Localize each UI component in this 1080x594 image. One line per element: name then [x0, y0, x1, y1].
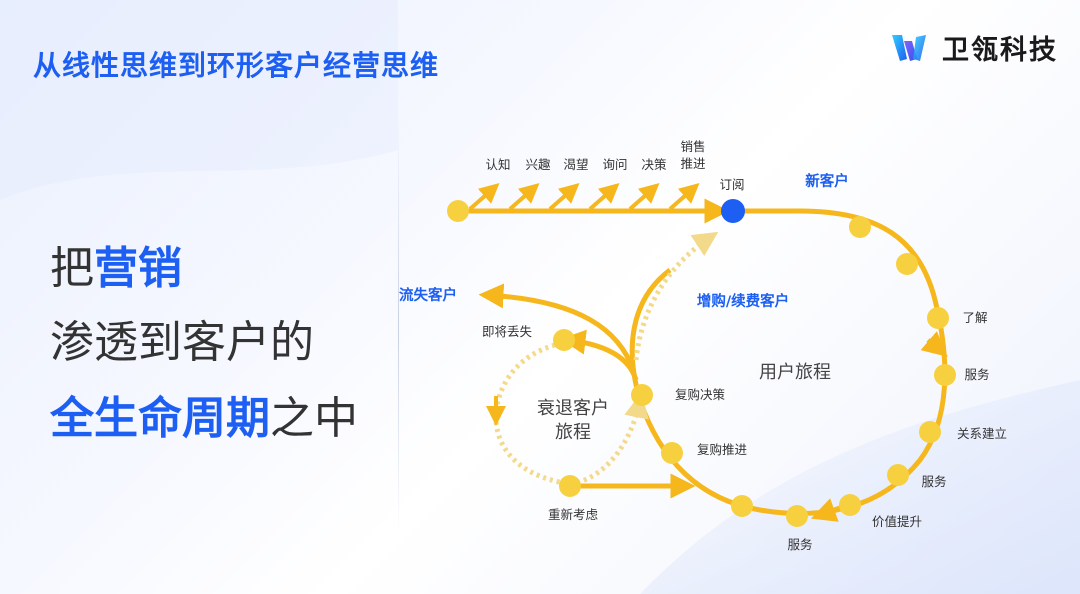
headline-text: 之中 — [270, 393, 358, 444]
decline-journey-label: 旅程 — [555, 422, 591, 443]
upsell-label: 增购/续费客户 — [697, 292, 789, 310]
service-label: 服务 — [921, 474, 946, 489]
step-label: 询问 — [602, 157, 627, 172]
user-journey-label: 用户旅程 — [759, 362, 831, 383]
step-label: 认知 — [485, 157, 510, 172]
funnel-step-arrows — [468, 183, 700, 211]
w-logo-icon — [892, 34, 926, 61]
about-to-lose-path — [560, 329, 639, 381]
repurchase-decision-label: 复购决策 — [675, 387, 726, 402]
lost-customer-path — [478, 283, 637, 373]
headline-highlight: 全生命周期 — [50, 393, 270, 444]
about-to-lose-label: 即将丢失 — [482, 324, 533, 339]
headline-line-3: 全生命周期之中 — [50, 382, 358, 446]
decline-journey-label: 衰退客户 — [537, 398, 609, 419]
start-node — [447, 200, 469, 222]
decline-loop — [493, 342, 649, 487]
step-label: 推进 — [680, 156, 706, 171]
headline-line-1: 把营销 — [50, 232, 182, 296]
new-customer-label: 新客户 — [805, 172, 849, 190]
headline-text: 渗透到客户的 — [50, 317, 314, 368]
headline-highlight: 营销 — [94, 243, 182, 294]
loop-nodes — [553, 216, 956, 527]
divider — [398, 118, 399, 538]
step-label: 决策 — [641, 157, 667, 172]
page-title: 从线性思维到环形客户经营思维 — [33, 49, 440, 82]
step-label: 渴望 — [563, 157, 588, 172]
service-label: 服务 — [964, 367, 989, 382]
service-label: 服务 — [787, 537, 812, 552]
understand-label: 了解 — [962, 310, 987, 325]
brand-logo: 卫瓴科技 — [890, 28, 1058, 67]
brand-name: 卫瓴科技 — [942, 35, 1058, 66]
headline-text: 把 — [50, 243, 94, 294]
value-up-label: 价值提升 — [872, 514, 922, 529]
subscribe-label: 订阅 — [719, 177, 744, 192]
step-label: 销售 — [680, 139, 705, 154]
subscribe-node — [721, 199, 745, 223]
relationship-label: 关系建立 — [957, 426, 1007, 441]
reconsider-label: 重新考虑 — [548, 507, 599, 522]
step-label: 兴趣 — [525, 157, 551, 172]
upsell-path — [633, 231, 719, 361]
lost-customer-label: 流失客户 — [399, 286, 457, 304]
repurchase-push-label: 复购推进 — [697, 442, 748, 457]
headline-line-2: 渗透到客户的 — [50, 306, 314, 370]
